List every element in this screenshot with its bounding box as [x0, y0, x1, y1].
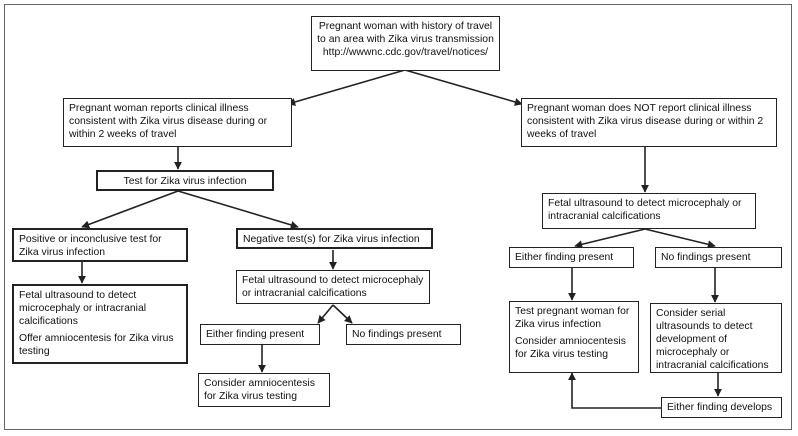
neg-either-finding-node: Either finding present [200, 324, 320, 345]
neg-consider-amnio-node: Consider amniocentesis for Zika virus te… [198, 373, 330, 407]
symptomatic-node: Pregnant woman reports clinical illness … [63, 98, 292, 147]
asym-ultrasound-node: Fetal ultrasound to detect microcephaly … [542, 193, 756, 229]
start-line-2: to an area with Zika virus transmission [317, 34, 494, 45]
arrow-test-to-positive [81, 190, 179, 229]
serial-ultrasounds-label: Consider serial ultrasounds to detect de… [656, 308, 769, 371]
start-node: Pregnant woman with history of travel to… [311, 16, 500, 71]
test-zika-node: Test for Zika virus infection [96, 170, 274, 191]
negative-test-node: Negative test(s) for Zika virus infectio… [236, 228, 433, 249]
arrow-asym-ultrasound-to-none [644, 228, 716, 249]
positive-followup-node: Fetal ultrasound to detect microcephaly … [12, 284, 188, 364]
positive-test-label: Positive or inconclusive test for Zika v… [19, 234, 162, 258]
diagram-frame [4, 4, 792, 430]
asym-test-woman-text: Test pregnant woman for Zika virus infec… [515, 306, 630, 330]
asym-no-findings-label: No findings present [661, 252, 751, 263]
positive-ultrasound-text: Fetal ultrasound to detect microcephaly … [19, 290, 147, 327]
arrow-neg-ultrasound-to-either [317, 304, 334, 324]
symptomatic-label: Pregnant woman reports clinical illness … [69, 103, 268, 140]
arrow-asym-ultrasound-to-either [574, 228, 646, 249]
neg-ultrasound-node: Fetal ultrasound to detect microcephaly … [236, 270, 430, 304]
asym-no-findings-node: No findings present [655, 247, 782, 268]
neg-no-findings-label: No findings present [352, 329, 442, 340]
either-develops-label: Either finding develops [667, 402, 773, 413]
neg-either-finding-label: Either finding present [206, 329, 305, 340]
asymptomatic-label: Pregnant woman does NOT report clinical … [527, 103, 764, 140]
asym-consider-amnio-text: Consider amniocentesis for Zika virus te… [515, 336, 626, 360]
asym-test-followup-node: Test pregnant woman for Zika virus infec… [509, 301, 639, 373]
start-line-3: http://wwwnc.cdc.gov/travel/notices/ [322, 47, 489, 58]
asym-ultrasound-label: Fetal ultrasound to detect microcephaly … [548, 198, 742, 222]
asym-either-finding-label: Either finding present [515, 252, 614, 263]
neg-ultrasound-label: Fetal ultrasound to detect microcephaly … [242, 275, 424, 299]
neg-no-findings-node: No findings present [346, 324, 461, 345]
arrow-test-to-negative [177, 190, 299, 229]
arrow-start-to-asymptomatic [404, 69, 523, 106]
arrow-develops-to-test-woman [568, 372, 661, 409]
serial-ultrasounds-node: Consider serial ultrasounds to detect de… [650, 303, 782, 373]
start-line-1: Pregnant woman with history of travel [318, 21, 493, 32]
asym-either-finding-node: Either finding present [509, 247, 634, 268]
positive-amnio-text: Offer amniocentesis for Zika virus testi… [19, 333, 174, 357]
positive-test-node: Positive or inconclusive test for Zika v… [12, 228, 188, 262]
asymptomatic-node: Pregnant woman does NOT report clinical … [521, 98, 777, 147]
test-zika-label: Test for Zika virus infection [123, 176, 247, 187]
either-develops-node: Either finding develops [661, 397, 782, 418]
negative-test-label: Negative test(s) for Zika virus infectio… [243, 234, 420, 245]
arrow-start-to-symptomatic [287, 69, 406, 106]
neg-consider-amnio-label: Consider amniocentesis for Zika virus te… [204, 378, 315, 402]
arrow-neg-ultrasound-to-none [332, 304, 353, 324]
